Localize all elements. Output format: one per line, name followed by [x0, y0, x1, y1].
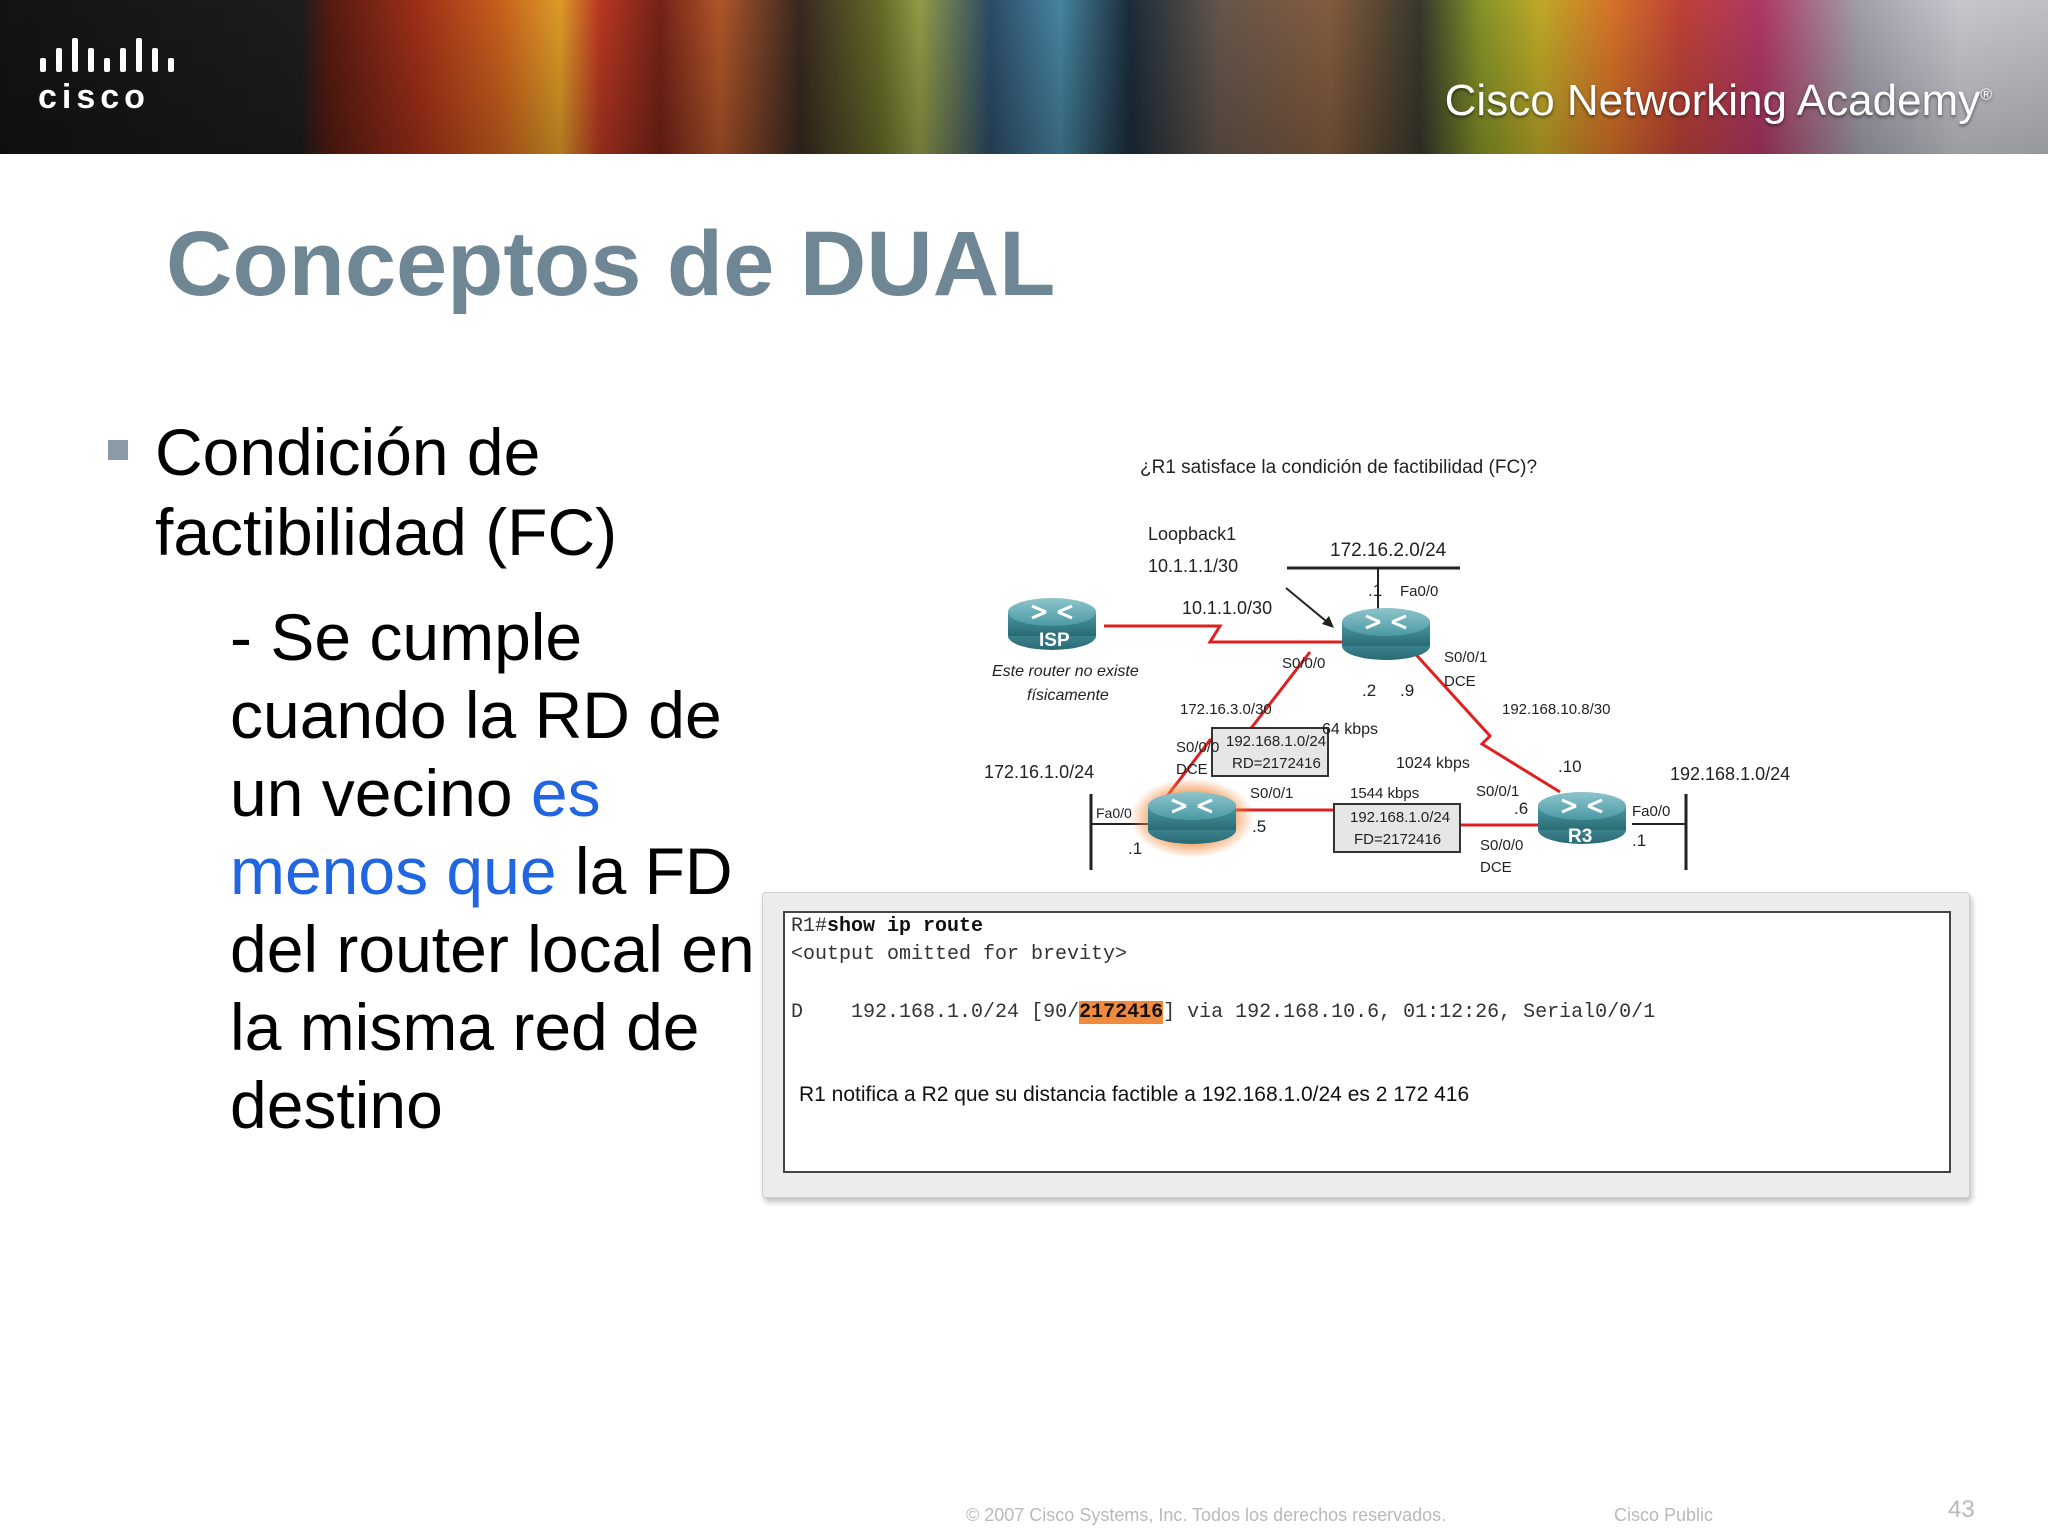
fd-note: R1 notifica a R2 que su distancia factib…: [799, 1083, 1470, 1106]
r1-r2-bandwidth: 64 kbps: [1322, 721, 1378, 738]
r3-label: R3: [1568, 826, 1592, 847]
route-via: ] via 192.168.10.6, 01:12:26, Serial0/0/…: [1163, 1001, 1656, 1024]
r3-fa-port: Fa0/0: [1632, 803, 1670, 820]
isp-label: ISP: [1039, 630, 1070, 651]
command-line: R1#show ip route: [791, 915, 983, 938]
r2-fa-port: Fa0/0: [1400, 583, 1438, 600]
r1-lan-network: 172.16.1.0/24: [984, 762, 1094, 782]
route-network: 192.168.1.0/24: [851, 1001, 1020, 1024]
r3-host-6: .6: [1514, 799, 1528, 818]
r3-lan-host: .1: [1632, 831, 1646, 850]
r2-s000-port: S0/0/0: [1282, 655, 1325, 672]
highlight-text: es menos que: [230, 756, 601, 908]
r3-s000-port: S0/0/0: [1480, 837, 1523, 854]
sub-text-start: - Se cumple cuando la RD de un vecino: [230, 600, 722, 830]
footer-classification: Cisco Public: [1614, 1505, 1714, 1525]
r3-lan-network: 192.168.1.0/24: [1670, 764, 1790, 784]
r2-r3-bandwidth: 1024 kbps: [1396, 755, 1470, 772]
isp-r2-serial-link: [1104, 624, 1352, 644]
r1-fa-port: Fa0/0: [1096, 805, 1132, 821]
omitted-line: <output omitted for brevity>: [791, 943, 1128, 966]
footer-copyright: © 2007 Cisco Systems, Inc. Todos los der…: [966, 1505, 1447, 1525]
r2-host-2: .2: [1362, 681, 1376, 700]
route-metric-prefix: [90/: [1031, 1001, 1080, 1024]
fd-box: [1333, 803, 1461, 853]
fd-network: 192.168.1.0/24: [1350, 809, 1450, 826]
bullet-square-icon: [108, 440, 128, 460]
r1-host-1: .1: [1128, 839, 1142, 858]
isp-note-line2: físicamente: [1027, 687, 1109, 704]
r1-dce-label: DCE: [1176, 761, 1208, 778]
r3-router-icon: [1538, 792, 1626, 844]
r1-r2-network: 172.16.3.0/30: [1180, 701, 1272, 718]
academy-title: Cisco Networking Academy®: [1445, 76, 1992, 126]
slide-title: Conceptos de DUAL: [166, 213, 1056, 315]
rd-network: 192.168.1.0/24: [1226, 733, 1326, 750]
r3-s001-port: S0/0/1: [1476, 783, 1519, 800]
rd-value: RD=2172416: [1232, 755, 1321, 772]
cisco-logo: cisco: [38, 38, 188, 120]
isp-link-network: 10.1.1.0/30: [1182, 598, 1272, 618]
loopback-arrow: [1285, 587, 1333, 627]
network-diagram: ¿R1 satisface la condición de factibilid…: [960, 440, 1840, 890]
cli-command: show ip route: [827, 915, 984, 938]
r2-lan-network: 172.16.2.0/24: [1330, 540, 1447, 561]
cli-prompt: R1#: [791, 915, 828, 938]
registered-mark: ®: [1980, 86, 1992, 104]
rd-box: [1211, 727, 1329, 777]
r2-router-icon: [1342, 608, 1430, 660]
r2-r3-serial-link: [1408, 646, 1561, 794]
r1-host-5: .5: [1252, 817, 1266, 836]
route-entry: D 192.168.1.0/24 [90/2172416] via 192.16…: [791, 1001, 1655, 1024]
r2-r3-network: 192.168.10.8/30: [1502, 701, 1610, 718]
r1-s001-port: S0/0/1: [1250, 785, 1293, 802]
r3-host-10: .10: [1558, 757, 1582, 776]
route-fd-highlight: 2172416: [1079, 1001, 1164, 1024]
r2-fa-host: .1: [1368, 581, 1382, 600]
sub-text-end: la FD del router local en la misma red d…: [230, 834, 755, 1142]
page-number: 43: [1948, 1496, 1975, 1523]
route-output-panel: R1#show ip route <output omitted for bre…: [783, 911, 1951, 1173]
route-output-window: R1#show ip route <output omitted for bre…: [762, 892, 1970, 1198]
academy-text: Cisco Networking Academy: [1444, 76, 1981, 125]
r1-router-icon: [1130, 778, 1254, 858]
r2-host-9: .9: [1400, 681, 1414, 700]
isp-note-line1: Este router no existe: [992, 663, 1139, 680]
r1-s000-port: S0/0/0: [1176, 739, 1219, 756]
cisco-bars-icon: [38, 38, 188, 72]
arrow-head-icon: [1322, 616, 1334, 628]
sub-bullet-text: - Se cumple cuando la RD de un vecino es…: [230, 598, 775, 1144]
r3-dce-label: DCE: [1480, 859, 1512, 876]
header-banner: cisco Cisco Networking Academy®: [0, 0, 2048, 154]
r1-r3-bandwidth: 1544 kbps: [1350, 785, 1419, 802]
loopback-ip: 10.1.1.1/30: [1148, 556, 1238, 576]
loopback-label: Loopback1: [1148, 524, 1236, 544]
r2-s001-port: S0/0/1: [1444, 649, 1487, 666]
bullet-text: Condición de factibilidad (FC): [155, 415, 618, 569]
diagram-question: ¿R1 satisface la condición de factibilid…: [1140, 457, 1537, 478]
fd-value: FD=2172416: [1354, 831, 1441, 848]
isp-router-icon: [1008, 598, 1096, 650]
r2-dce-label: DCE: [1444, 673, 1476, 690]
cisco-wordmark: cisco: [38, 78, 150, 116]
route-code: D: [791, 1001, 804, 1024]
